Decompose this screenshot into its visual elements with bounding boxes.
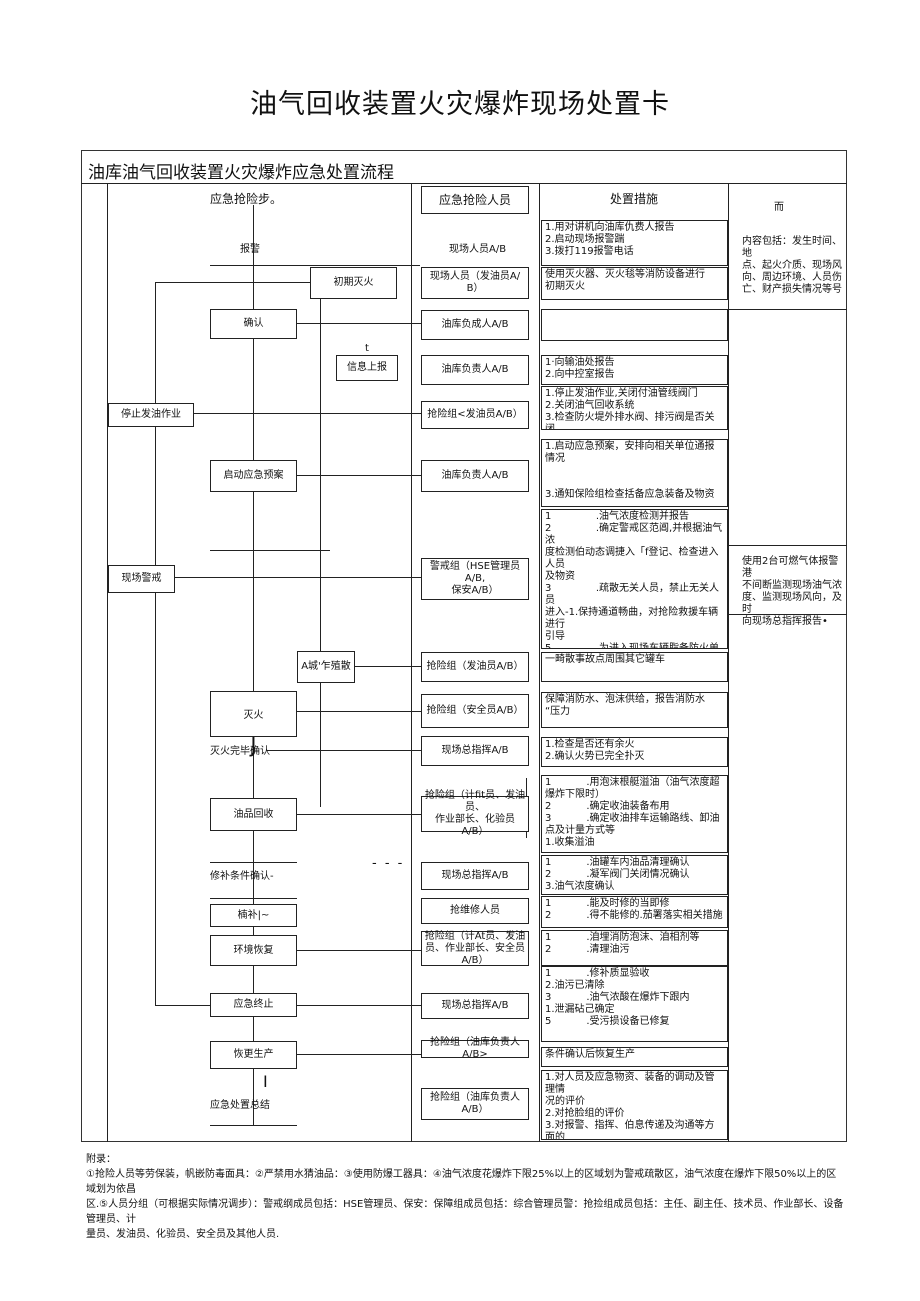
side-note-1-mark: 而: [774, 202, 784, 213]
step-confirm: 确认: [210, 309, 297, 339]
measure-alarm-text: 1.用对讲机向油库仇费人报告 2.启动现场报警踹 3.拨打119报警电话: [545, 222, 675, 257]
step-site-cordon: 现场警戒: [108, 565, 175, 593]
step-end: 应急终止: [210, 993, 297, 1017]
evacuate-connector: [355, 666, 421, 667]
cordon-connector: [175, 577, 421, 578]
step-stop-loading: 停止发油作业: [108, 403, 194, 427]
measure-repair-confirm: 1 .油罐车内油品清理确认 2 .凝军阀门关闭情况确认 3.油气浓度确认: [541, 855, 728, 895]
person-confirm: 油库负成人A/B: [421, 310, 529, 340]
person-summary: 抢险组（油库负责人 A/B）: [421, 1088, 529, 1120]
extinguish-connector: [297, 711, 421, 712]
step-extinguish-confirm: 灭火完毕确认: [210, 746, 270, 757]
return-loop-line: [155, 282, 156, 1006]
measures-header: 处置措施: [610, 192, 659, 206]
step-report: 信息上报: [336, 355, 398, 381]
plan-branch-line: [210, 550, 330, 551]
env-connector: [297, 950, 421, 951]
report-mark: t: [365, 343, 369, 354]
person-ext-confirm: 现场总指挥A/B: [421, 736, 529, 766]
measure-report: 1·向输油处报告 2.向中控室报告: [541, 355, 728, 385]
alarm-connector: [210, 265, 420, 266]
personnel-header: 应急抢险人员: [421, 186, 529, 214]
step-repair-confirm: 修补条件确认-: [210, 871, 274, 882]
measure-ext-confirm: 1.检查是否还有余火 2.确认火势已完全扑灭: [541, 737, 728, 767]
person-extinguish: 抢险组（安全员A/B）: [421, 694, 529, 728]
person-cordon: 警戒组（HSE管理员A/B, 保安A/B）: [421, 558, 529, 600]
measure-cordon: 1 .油气浓度检测并报告 2 .确定警戒区范阊,并根据油气浓 度检测伯动态调捷入…: [541, 509, 728, 649]
ext-confirm-connector: [267, 750, 421, 751]
person-env: 抢险组（计At员、发油 员、作业部长、安全员 A/B）: [421, 931, 529, 966]
person-resume: 抢险组（油库负责人A/B>: [421, 1037, 529, 1060]
measure-env: 1 .洎埋消防泡沫、洎相剂等 2 .清理油污: [541, 930, 728, 966]
branch-line: [320, 267, 321, 807]
step-env-restore: 环境恢复: [210, 935, 297, 966]
plan-connector: [297, 475, 421, 476]
measure-initial-fire: 使用灭火器、灭火毯等消防设备进行 初期灭火: [541, 267, 728, 300]
person-repair-confirm: 现场总指挥A/B: [421, 862, 529, 890]
initial-fire-connector: [155, 282, 310, 283]
end-connector: [155, 1005, 210, 1006]
steps-column-divider: [411, 184, 412, 1142]
person-repair: 抢维修人员: [421, 898, 529, 924]
step-resume: 恢更生产: [210, 1041, 297, 1069]
end-to-person-connector: [297, 1005, 421, 1006]
left-rail-line: [107, 184, 108, 1142]
step-initial-fire: 初期灭火: [310, 267, 397, 299]
measure-alarm: 1.用对讲机向油库仇费人报告 2.启动现场报警踹 3.拨打119报警电话: [541, 220, 728, 266]
step-summary: 应急处置总结: [210, 1100, 270, 1111]
measure-repair: 1 .能及时修的当即修 2 .得不能修的.茄署落实相关措施: [541, 896, 728, 928]
step-extinguish: 灭火 J: [210, 691, 297, 756]
person-alarm: 现场人员A/B: [449, 244, 507, 255]
appendix-notes: 附录： ①抢险人员等劳保装，帆嵌防毒面具：②严禁用水猜油品：③使用防爆工器具：④…: [86, 1152, 846, 1242]
step-alarm: 报警: [240, 244, 260, 255]
step-evacuate: A城'乍殖散: [297, 651, 355, 683]
resume-connector: [297, 1054, 421, 1055]
dashes-connector: - - -: [372, 856, 405, 871]
measure-recovery: 1 .用泡沫根艇溢油（油气浓度超 爆炸下限时） 2 .确定收油装备布用 3 .确…: [541, 775, 728, 853]
step-repair: 楠补|~: [210, 904, 297, 927]
measure-stop: 1.停止发油作业,关闭付油管线阀门 2.关闭油气回收系统 3.检查防火堤外排水阀…: [541, 386, 728, 430]
step-start-plan: 启动应急预案: [210, 460, 297, 492]
person-evacuate: 抢险组（发油员A/B）: [421, 652, 529, 682]
recovery-connector: [297, 814, 421, 815]
personnel-column-divider: [539, 184, 540, 1142]
side-note-2-bottom: [729, 614, 847, 615]
measures-column-divider: [728, 184, 729, 1142]
side-note-2-top: [729, 545, 847, 546]
stop-connector: [194, 413, 421, 414]
flowchart-frame: [81, 150, 847, 1142]
measure-end: 1 .修补质显验收 2.油污已清除 3 .油气浓酸在爆炸下跟内 1.泄漏砧己确定…: [541, 966, 728, 1042]
measure-evacuate: 一畸散事故点周围其它罐车: [541, 652, 728, 682]
steps-header: 应急抢险步。: [210, 192, 283, 206]
measure-summary: 1.对人员及应急物资、装备的调动及管理情 况的评价 2.对抢脸组的评价 3.对报…: [541, 1070, 728, 1140]
person-stop: 抢险组<发油员A/B）: [421, 401, 529, 429]
side-note-2: 使用2台可燃气体报警港 不间断监测现场油气浓 度、监测现场风向，及时 向现场总指…: [742, 556, 842, 627]
repair-confirm-top-line: [210, 862, 297, 863]
measure-extinguish: 保障消防水、泡沫供给，报告消防水 “压力: [541, 692, 728, 728]
person-end: 现场总指挥A/B: [421, 993, 529, 1019]
measure-resume: 条件确认后恢复生产: [541, 1047, 728, 1067]
person-recovery: 抢险组（计fit员、发油员、 作业部长、化验员A/B）: [421, 790, 529, 837]
side-note-1-bottom: [729, 309, 847, 310]
main-flow-line: [253, 205, 254, 1125]
repair-confirm-bottom-line: [210, 898, 297, 899]
appendix-label: 附录：: [86, 1154, 116, 1165]
side-note-1: 内容包括：发生时间、地 点、起火介质、现场风 向、周边环境、人员伤 亡、财产损失…: [742, 236, 842, 295]
measure-plan: 1.启动应急预案，安排向相关单位通报情况 3.通知保险组检查括备应急装备及物资: [541, 439, 728, 507]
summary-mark: I: [263, 1072, 268, 1091]
step-extinguish-label: 灭火: [243, 710, 264, 721]
step-extinguish-mark: J: [250, 733, 257, 757]
person-report: 油库负责人A/B: [421, 355, 529, 385]
person-initial-fire: 现场人员（发油员A/ B）: [421, 267, 529, 299]
page-title: 油气回收装置火灾爆炸现场处置卡: [250, 89, 670, 120]
confirm-connector: [297, 323, 421, 324]
measure-confirm-empty: [541, 309, 728, 341]
appendix-text: ①抢险人员等劳保装，帆嵌防毒面具：②严禁用水猜油品：③使用防爆工器具：④油气浓度…: [86, 1169, 844, 1240]
step-oil-recovery: 油品回收: [210, 798, 297, 831]
person-plan: 油库负责人A/B: [421, 460, 529, 492]
summary-underline: [210, 1125, 297, 1126]
flowchart-subtitle: 油库油气回收装置火灾爆炸应急处置流程: [88, 163, 394, 183]
subtitle-divider: [81, 183, 847, 184]
